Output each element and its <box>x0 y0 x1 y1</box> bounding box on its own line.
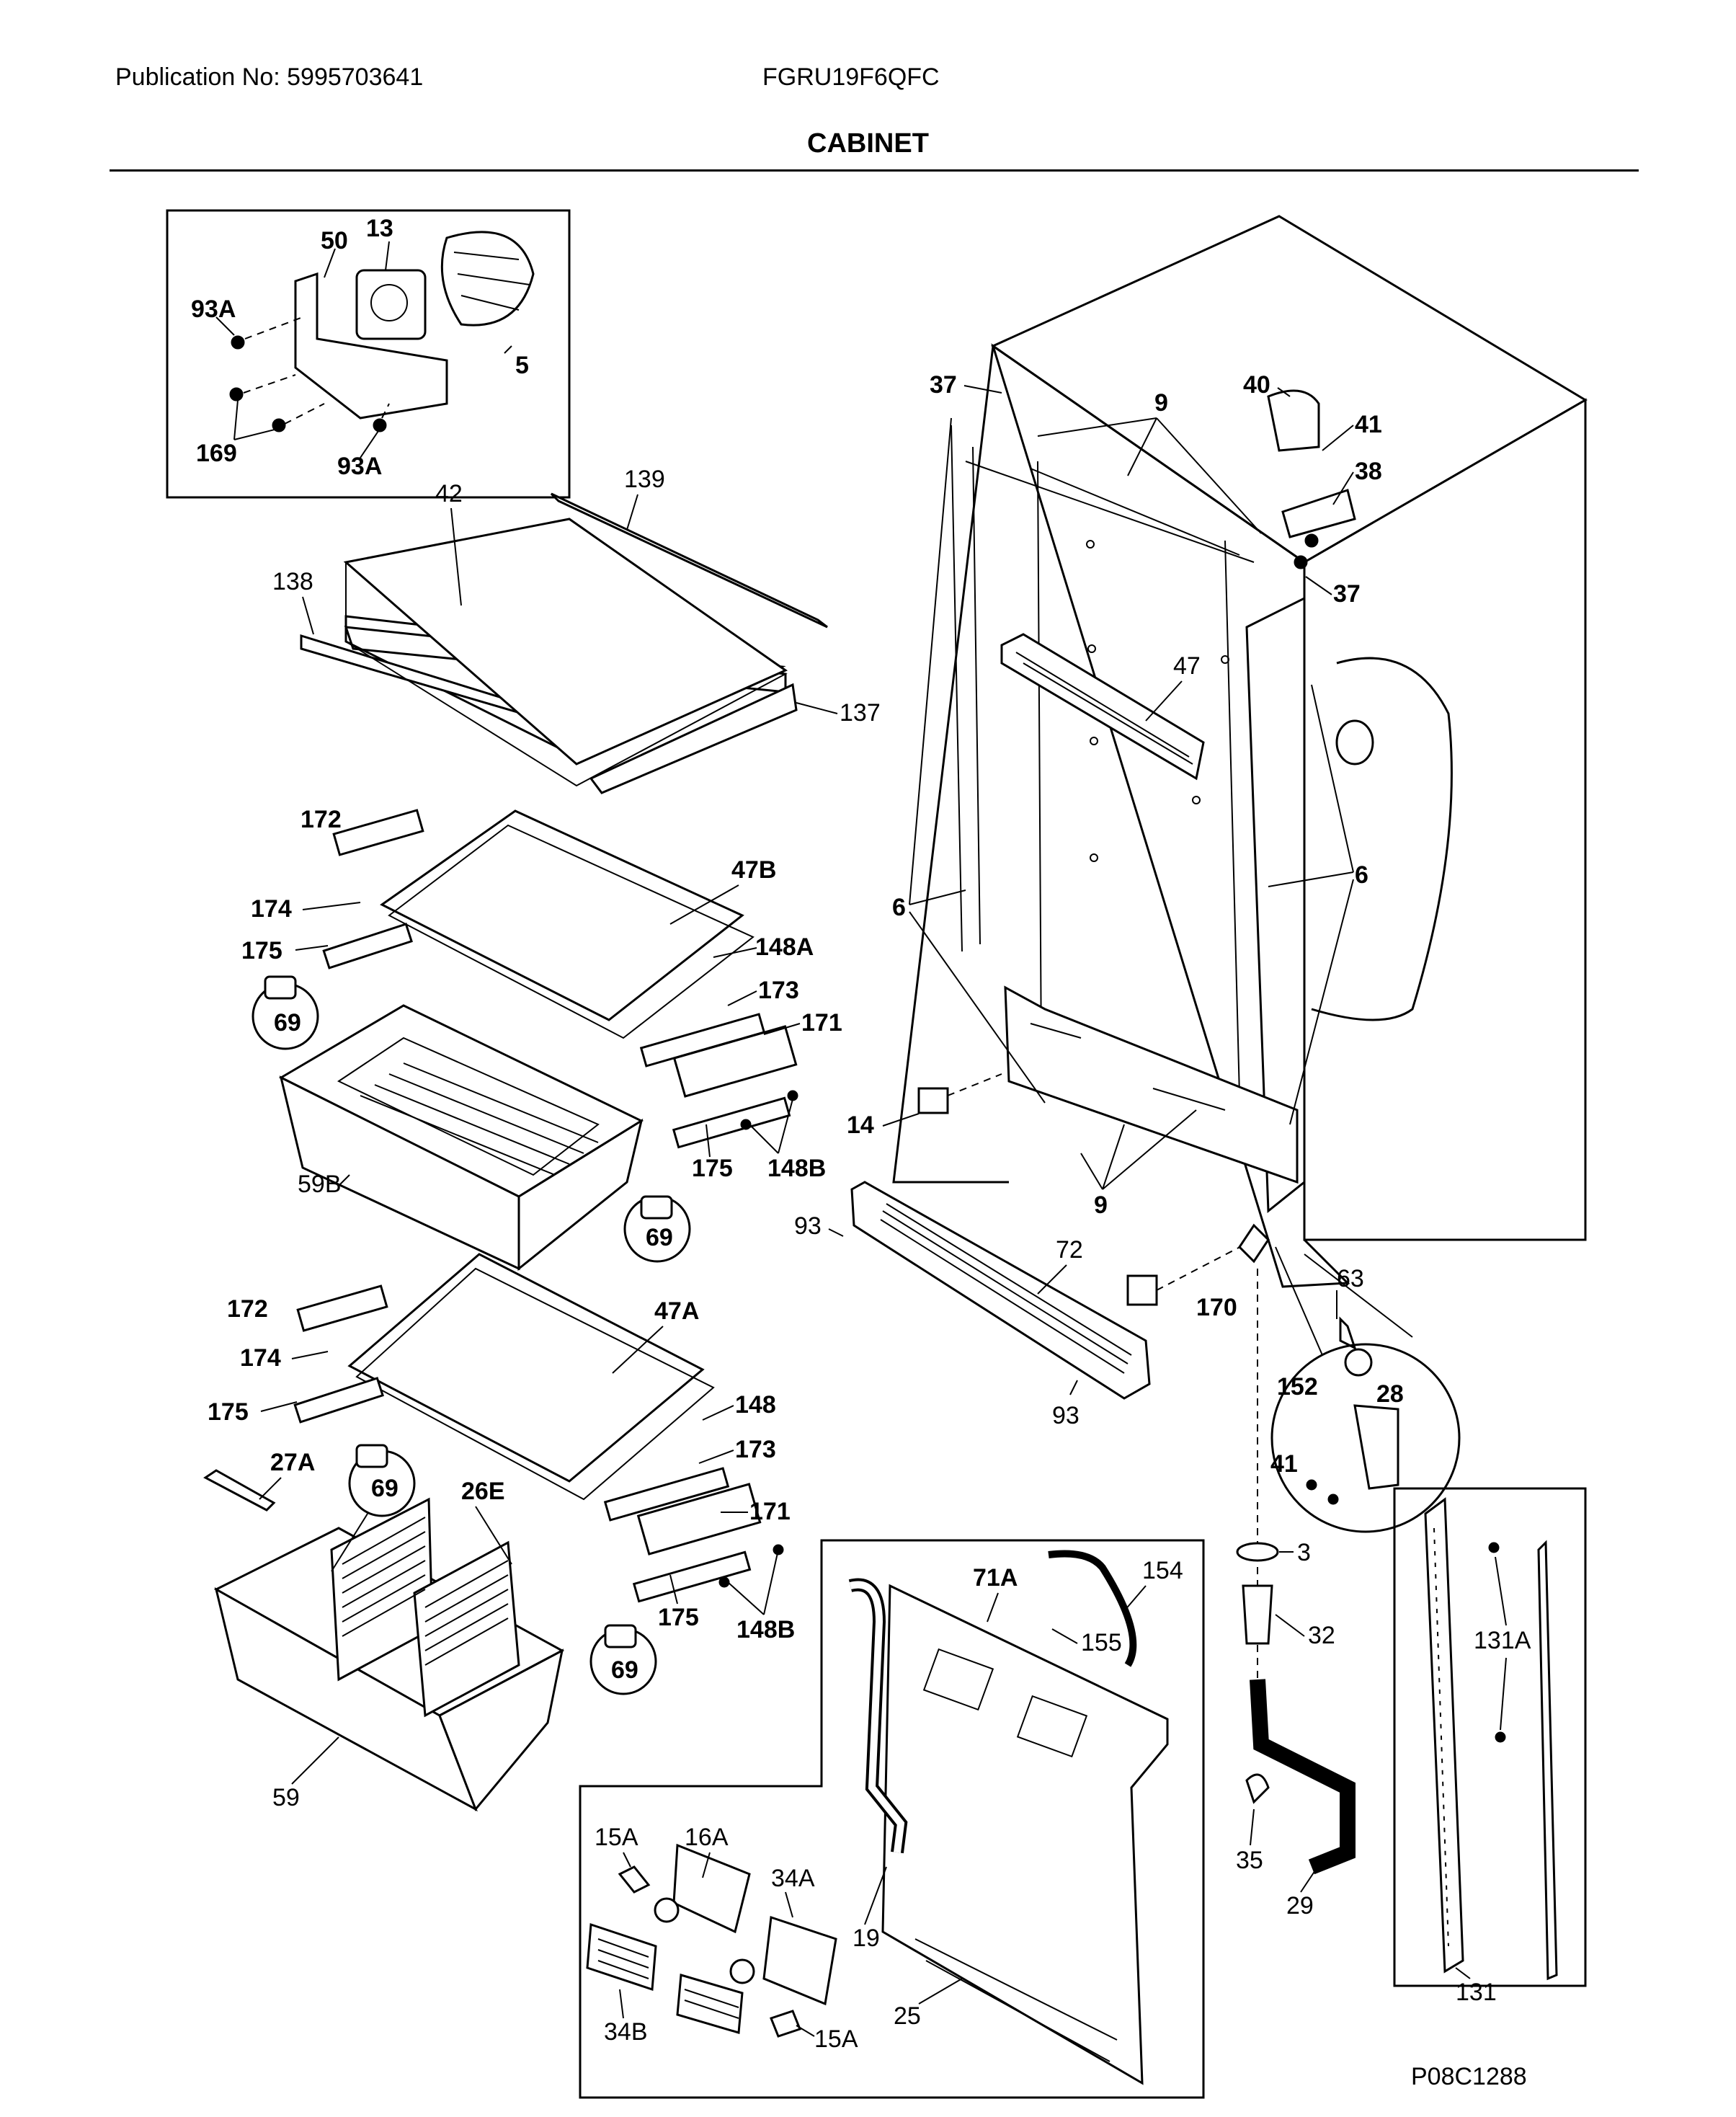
callout-173: 173 <box>735 1436 776 1463</box>
callout-26E: 26E <box>461 1478 505 1505</box>
callout-25: 25 <box>894 2002 921 2030</box>
drain-tube-29 <box>1250 1679 1356 1875</box>
callout-137: 137 <box>840 699 881 727</box>
switch-14 <box>917 1087 949 1114</box>
title-divider <box>110 169 1639 172</box>
callout-50: 50 <box>321 227 348 254</box>
callout-148: 148 <box>735 1391 776 1419</box>
callout-15A: 15A <box>595 1824 638 1851</box>
callout-37: 37 <box>930 371 957 399</box>
callout-173: 173 <box>758 977 799 1004</box>
callout-69: 69 <box>274 1009 301 1037</box>
callout-170: 170 <box>1196 1294 1237 1321</box>
callout-93A: 93A <box>191 296 236 323</box>
callout-34A: 34A <box>771 1865 815 1892</box>
callout-27A: 27A <box>270 1449 315 1476</box>
callout-152: 152 <box>1277 1373 1318 1401</box>
callout-169: 169 <box>196 440 237 467</box>
figure-code: P08C1288 <box>1411 2063 1527 2090</box>
callout-47B: 47B <box>731 856 776 884</box>
part-3 <box>1236 1542 1279 1562</box>
top-shelf-assembly <box>300 492 828 794</box>
part-32 <box>1242 1584 1273 1645</box>
clamp-35 <box>1245 1773 1270 1804</box>
callout-34B: 34B <box>604 2018 648 2046</box>
lower-crisper-assembly <box>203 1253 762 1812</box>
callout-148A: 148A <box>755 933 814 961</box>
callout-138: 138 <box>272 568 313 595</box>
page-title: CABINET <box>807 128 929 159</box>
callout-37: 37 <box>1333 580 1361 608</box>
upper-crisper-assembly <box>278 809 798 1271</box>
callout-3: 3 <box>1297 1539 1311 1566</box>
callout-175: 175 <box>241 937 282 964</box>
callout-131: 131 <box>1456 1979 1497 2006</box>
callout-175: 175 <box>208 1398 249 1426</box>
callout-154: 154 <box>1142 1557 1183 1584</box>
callout-148B: 148B <box>736 1616 795 1643</box>
callout-93A: 93A <box>337 453 382 480</box>
callout-40: 40 <box>1243 371 1270 399</box>
publication-number: Publication No: 5995703641 <box>115 63 424 91</box>
callout-13: 13 <box>366 215 393 242</box>
callout-15A: 15A <box>814 2025 858 2053</box>
callout-171: 171 <box>749 1498 791 1525</box>
model-number: FGRU19F6QFC <box>762 63 940 91</box>
part-170 <box>1126 1274 1158 1306</box>
callout-69: 69 <box>371 1475 399 1502</box>
callout-28: 28 <box>1376 1380 1404 1408</box>
callout-155: 155 <box>1081 1629 1122 1656</box>
callout-16A: 16A <box>685 1824 729 1851</box>
callout-47: 47 <box>1173 652 1201 680</box>
callout-6: 6 <box>1355 861 1368 889</box>
callout-41: 41 <box>1270 1450 1298 1478</box>
callout-93: 93 <box>1052 1402 1080 1429</box>
callout-47A: 47A <box>654 1297 699 1325</box>
callout-148B: 148B <box>767 1155 826 1182</box>
callout-63: 63 <box>1337 1265 1364 1292</box>
callout-69: 69 <box>611 1656 638 1684</box>
light-panel-inset <box>579 1539 1205 2099</box>
callout-42: 42 <box>435 480 463 507</box>
callout-71A: 71A <box>973 1564 1018 1592</box>
callout-32: 32 <box>1308 1622 1335 1649</box>
callout-6: 6 <box>892 894 906 921</box>
callout-172: 172 <box>227 1295 268 1323</box>
callout-131A: 131A <box>1474 1627 1531 1654</box>
callout-174: 174 <box>251 895 292 923</box>
callout-41: 41 <box>1355 411 1382 438</box>
callout-72: 72 <box>1056 1236 1083 1264</box>
callout-139: 139 <box>624 466 665 493</box>
callout-175: 175 <box>658 1604 699 1631</box>
callout-175: 175 <box>692 1155 733 1182</box>
liner-panel-25 <box>848 1550 1169 2085</box>
callout-171: 171 <box>801 1009 842 1037</box>
callout-5: 5 <box>515 352 529 379</box>
callout-9: 9 <box>1094 1191 1108 1219</box>
callout-14: 14 <box>847 1111 874 1139</box>
light-assemblies <box>586 1843 837 2038</box>
callout-69: 69 <box>646 1224 673 1251</box>
callout-38: 38 <box>1355 458 1382 485</box>
lower-hinge-inset <box>1270 1343 1461 1533</box>
cabinet-body <box>892 215 1588 1288</box>
fan-motor-inset <box>166 209 571 499</box>
callout-59: 59 <box>272 1784 300 1811</box>
rail-inset <box>1393 1487 1587 1987</box>
callout-174: 174 <box>240 1344 281 1372</box>
kick-plate-72 <box>850 1181 1151 1400</box>
callout-59B: 59B <box>298 1171 342 1198</box>
callout-29: 29 <box>1286 1892 1314 1919</box>
callout-9: 9 <box>1154 389 1168 417</box>
callout-35: 35 <box>1236 1847 1263 1874</box>
callout-93: 93 <box>794 1212 822 1240</box>
rails-131 <box>1424 1497 1558 1981</box>
callout-172: 172 <box>301 806 342 833</box>
callout-19: 19 <box>853 1925 880 1952</box>
